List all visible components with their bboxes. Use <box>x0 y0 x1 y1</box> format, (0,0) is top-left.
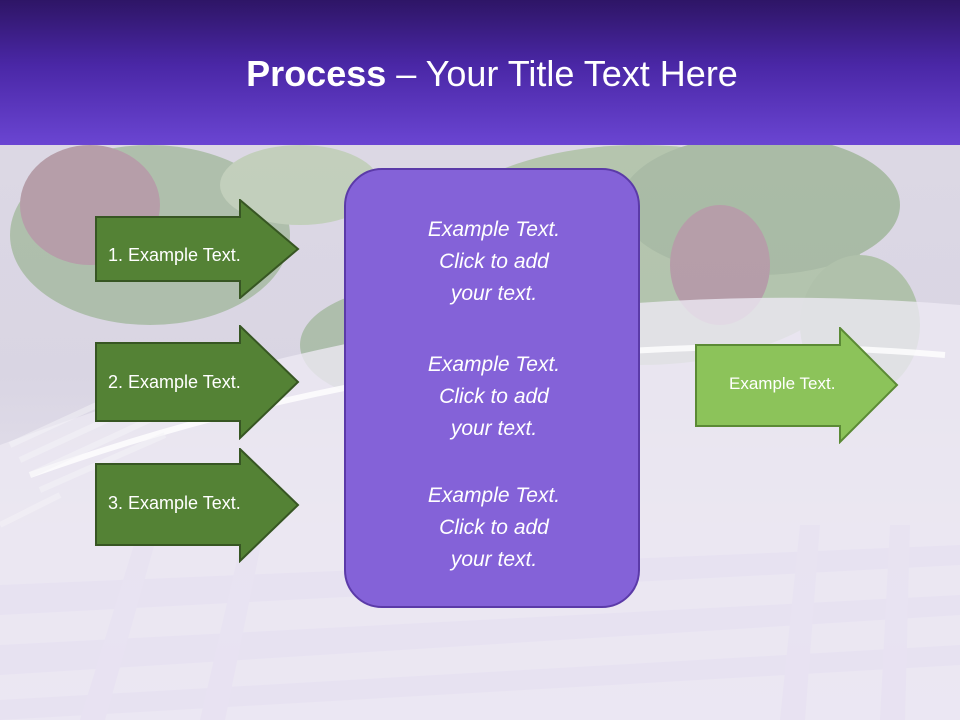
text-line: your text. <box>450 282 538 305</box>
arrow-label: 1. Example Text. <box>108 245 241 265</box>
text-line: your text. <box>450 548 538 571</box>
result-arrow[interactable]: Example Text. <box>695 327 900 444</box>
slide-title-rest: – Your Title Text Here <box>386 53 738 94</box>
process-arrow-2[interactable]: 2. Example Text. <box>95 325 300 440</box>
arrow-label: Example Text. <box>729 374 836 393</box>
text-line: Example Text. <box>427 218 561 241</box>
arrow-label: 2. Example Text. <box>108 372 241 392</box>
arrow-label: 3. Example Text. <box>108 493 241 513</box>
process-arrow-3[interactable]: 3. Example Text. <box>95 448 300 563</box>
right-arrow-icon <box>95 448 300 563</box>
slide-title-bold: Process <box>246 53 387 94</box>
right-arrow-icon <box>95 199 300 299</box>
title-bar: Process – Your Title Text Here <box>0 0 960 145</box>
right-arrow-icon <box>95 325 300 440</box>
text-line: Example Text. <box>427 484 561 507</box>
text-block-3[interactable]: Example Text. Click to add your text. <box>346 480 642 576</box>
text-line: Click to add <box>439 516 549 539</box>
text-line: Click to add <box>439 385 549 408</box>
text-block-2[interactable]: Example Text. Click to add your text. <box>346 349 642 445</box>
text-block-1[interactable]: Example Text. Click to add your text. <box>346 214 642 310</box>
slide-title[interactable]: Process – Your Title Text Here <box>0 52 960 96</box>
center-content-box[interactable]: Example Text. Click to add your text. Ex… <box>344 168 640 608</box>
text-line: Click to add <box>439 250 549 273</box>
text-line: your text. <box>450 417 538 440</box>
text-line: Example Text. <box>427 353 561 376</box>
right-arrow-icon <box>695 327 899 444</box>
process-arrow-1[interactable]: 1. Example Text. <box>95 199 300 299</box>
